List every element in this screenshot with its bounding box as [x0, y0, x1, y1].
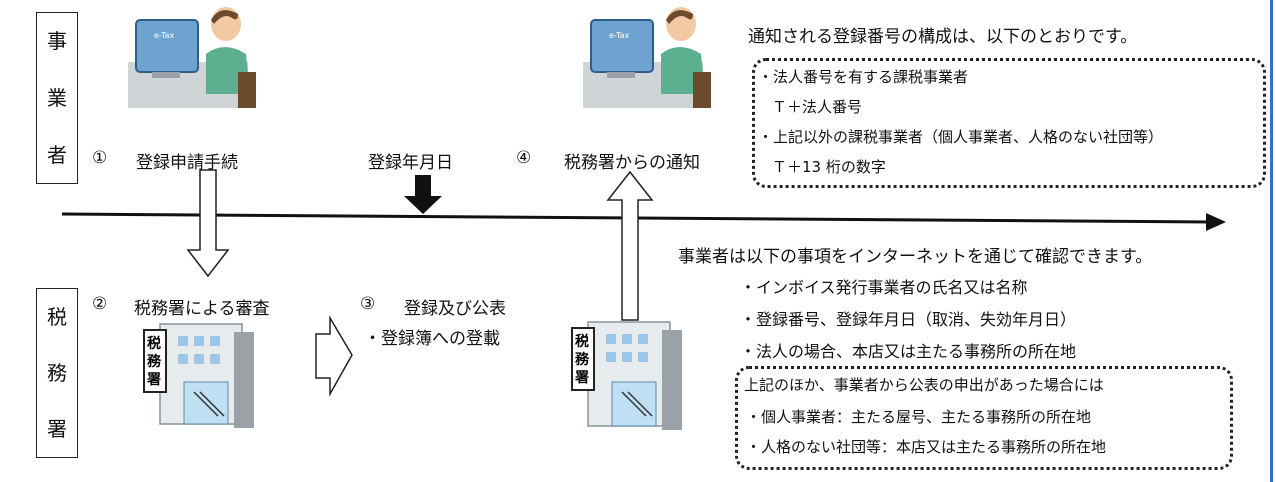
registration-date-label: 登録年月日 — [368, 153, 453, 173]
step2-label: 税務署による審査 — [134, 299, 270, 319]
tax-office-building-2: 税 務 署 — [571, 321, 682, 430]
review-right-arrow — [315, 315, 353, 397]
person-chair — [238, 72, 256, 108]
business-char-1: 事 — [47, 29, 67, 54]
monitor-stand — [152, 72, 180, 78]
publication-item-1: ・インボイス発行事業者の氏名又は名称 — [740, 278, 1028, 297]
person-computer-illustration-2: e-Tax — [583, 7, 711, 108]
tax-office-char-2: 務 — [47, 361, 67, 385]
person-computer-illustration-1: e-Tax — [128, 7, 256, 108]
publication-extra-2: ・個人事業者：主たる屋号、主たる事務所の所在地 — [746, 408, 1092, 426]
notice-line-4: Ｔ＋13 桁の数字 — [772, 158, 886, 176]
screen-label: e-Tax — [609, 31, 630, 40]
publication-extra-1: 上記のほか、事業者から公表の申出があった場合には — [744, 376, 1104, 394]
notice-line-3: ・上記以外の課税事業者（個人事業者、人格のない社団等） — [758, 128, 1164, 146]
step1-label: 登録申請手続 — [136, 153, 238, 173]
publication-dotted-box — [735, 366, 1233, 470]
business-char-3: 者 — [47, 142, 67, 167]
tax-office-actor-box: 税 務 署 — [36, 288, 78, 458]
screen-label: e-Tax — [154, 31, 175, 40]
step3-sub: ・登録簿への登載 — [364, 329, 500, 349]
notice-line-2: Ｔ＋法人番号 — [772, 98, 863, 116]
building-sign-char-1: 税 — [147, 335, 161, 352]
right-border-line — [1270, 0, 1273, 482]
tax-office-char-3: 署 — [47, 417, 67, 441]
building-sign-char-3: 署 — [146, 372, 161, 388]
publication-item-3: ・法人の場合、本店又は主たる事務所の所在地 — [740, 342, 1077, 361]
notification-up-arrow — [606, 170, 654, 321]
business-actor-box: 事 業 者 — [36, 12, 78, 184]
svg-text:税: 税 — [575, 333, 589, 350]
step3-label: 登録及び公表 — [404, 299, 506, 319]
notice-dotted-box — [752, 58, 1266, 188]
person-hair — [211, 10, 238, 24]
tax-office-building-1: 税 務 署 — [143, 323, 254, 428]
notice-line-1: ・法人番号を有する課税事業者 — [758, 68, 969, 86]
step4-label: 税務署からの通知 — [564, 153, 700, 173]
building-sign-char-2: 務 — [147, 353, 162, 370]
publication-heading: 事業者は以下の事項をインターネットを通じて確認できます。 — [678, 247, 1153, 267]
step2-number: ② — [92, 294, 108, 314]
publication-extra-3: ・人格のない社団等：本店又は主たる事務所の所在地 — [746, 438, 1107, 456]
publication-item-2: ・登録番号、登録年月日（取消、失効年月日） — [740, 310, 1077, 329]
step1-number: ① — [92, 148, 108, 168]
step4-number: ④ — [516, 148, 532, 168]
svg-text:務: 務 — [575, 351, 590, 368]
notice-heading: 通知される登録番号の構成は、以下のとおりです。 — [748, 27, 1138, 47]
tax-office-char-1: 税 — [47, 305, 67, 329]
svg-text:署: 署 — [574, 370, 589, 386]
timeline-arrowhead — [1206, 213, 1226, 231]
registration-date-arrow — [404, 175, 442, 214]
step3-number: ③ — [360, 294, 376, 314]
submit-down-arrow — [186, 169, 230, 278]
business-char-2: 業 — [47, 85, 67, 110]
